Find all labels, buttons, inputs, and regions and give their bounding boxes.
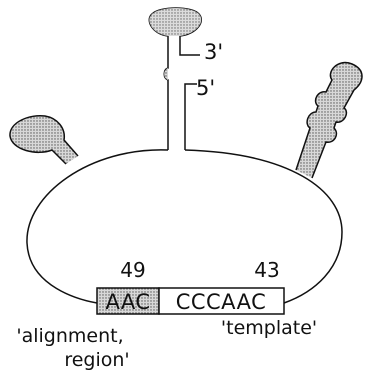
position-49-label: 49 xyxy=(120,258,145,282)
three-prime-label: 3' xyxy=(204,40,223,64)
central-loop xyxy=(27,150,168,303)
template-sequence-text: CCCAAC xyxy=(176,290,267,314)
alignment-region-label-line1: 'alignment, xyxy=(16,325,123,347)
alignment-region-label-line2: region' xyxy=(64,349,129,371)
five-prime-label: 5' xyxy=(196,76,215,100)
left-stem-loop xyxy=(10,116,78,164)
alignment-sequence-text: AAC xyxy=(105,290,150,314)
template-region-label: 'template' xyxy=(221,317,317,339)
position-43-label: 43 xyxy=(254,258,279,282)
right-stem-loop xyxy=(296,63,362,178)
template-sequence-box: AAC CCCAAC xyxy=(97,288,284,314)
